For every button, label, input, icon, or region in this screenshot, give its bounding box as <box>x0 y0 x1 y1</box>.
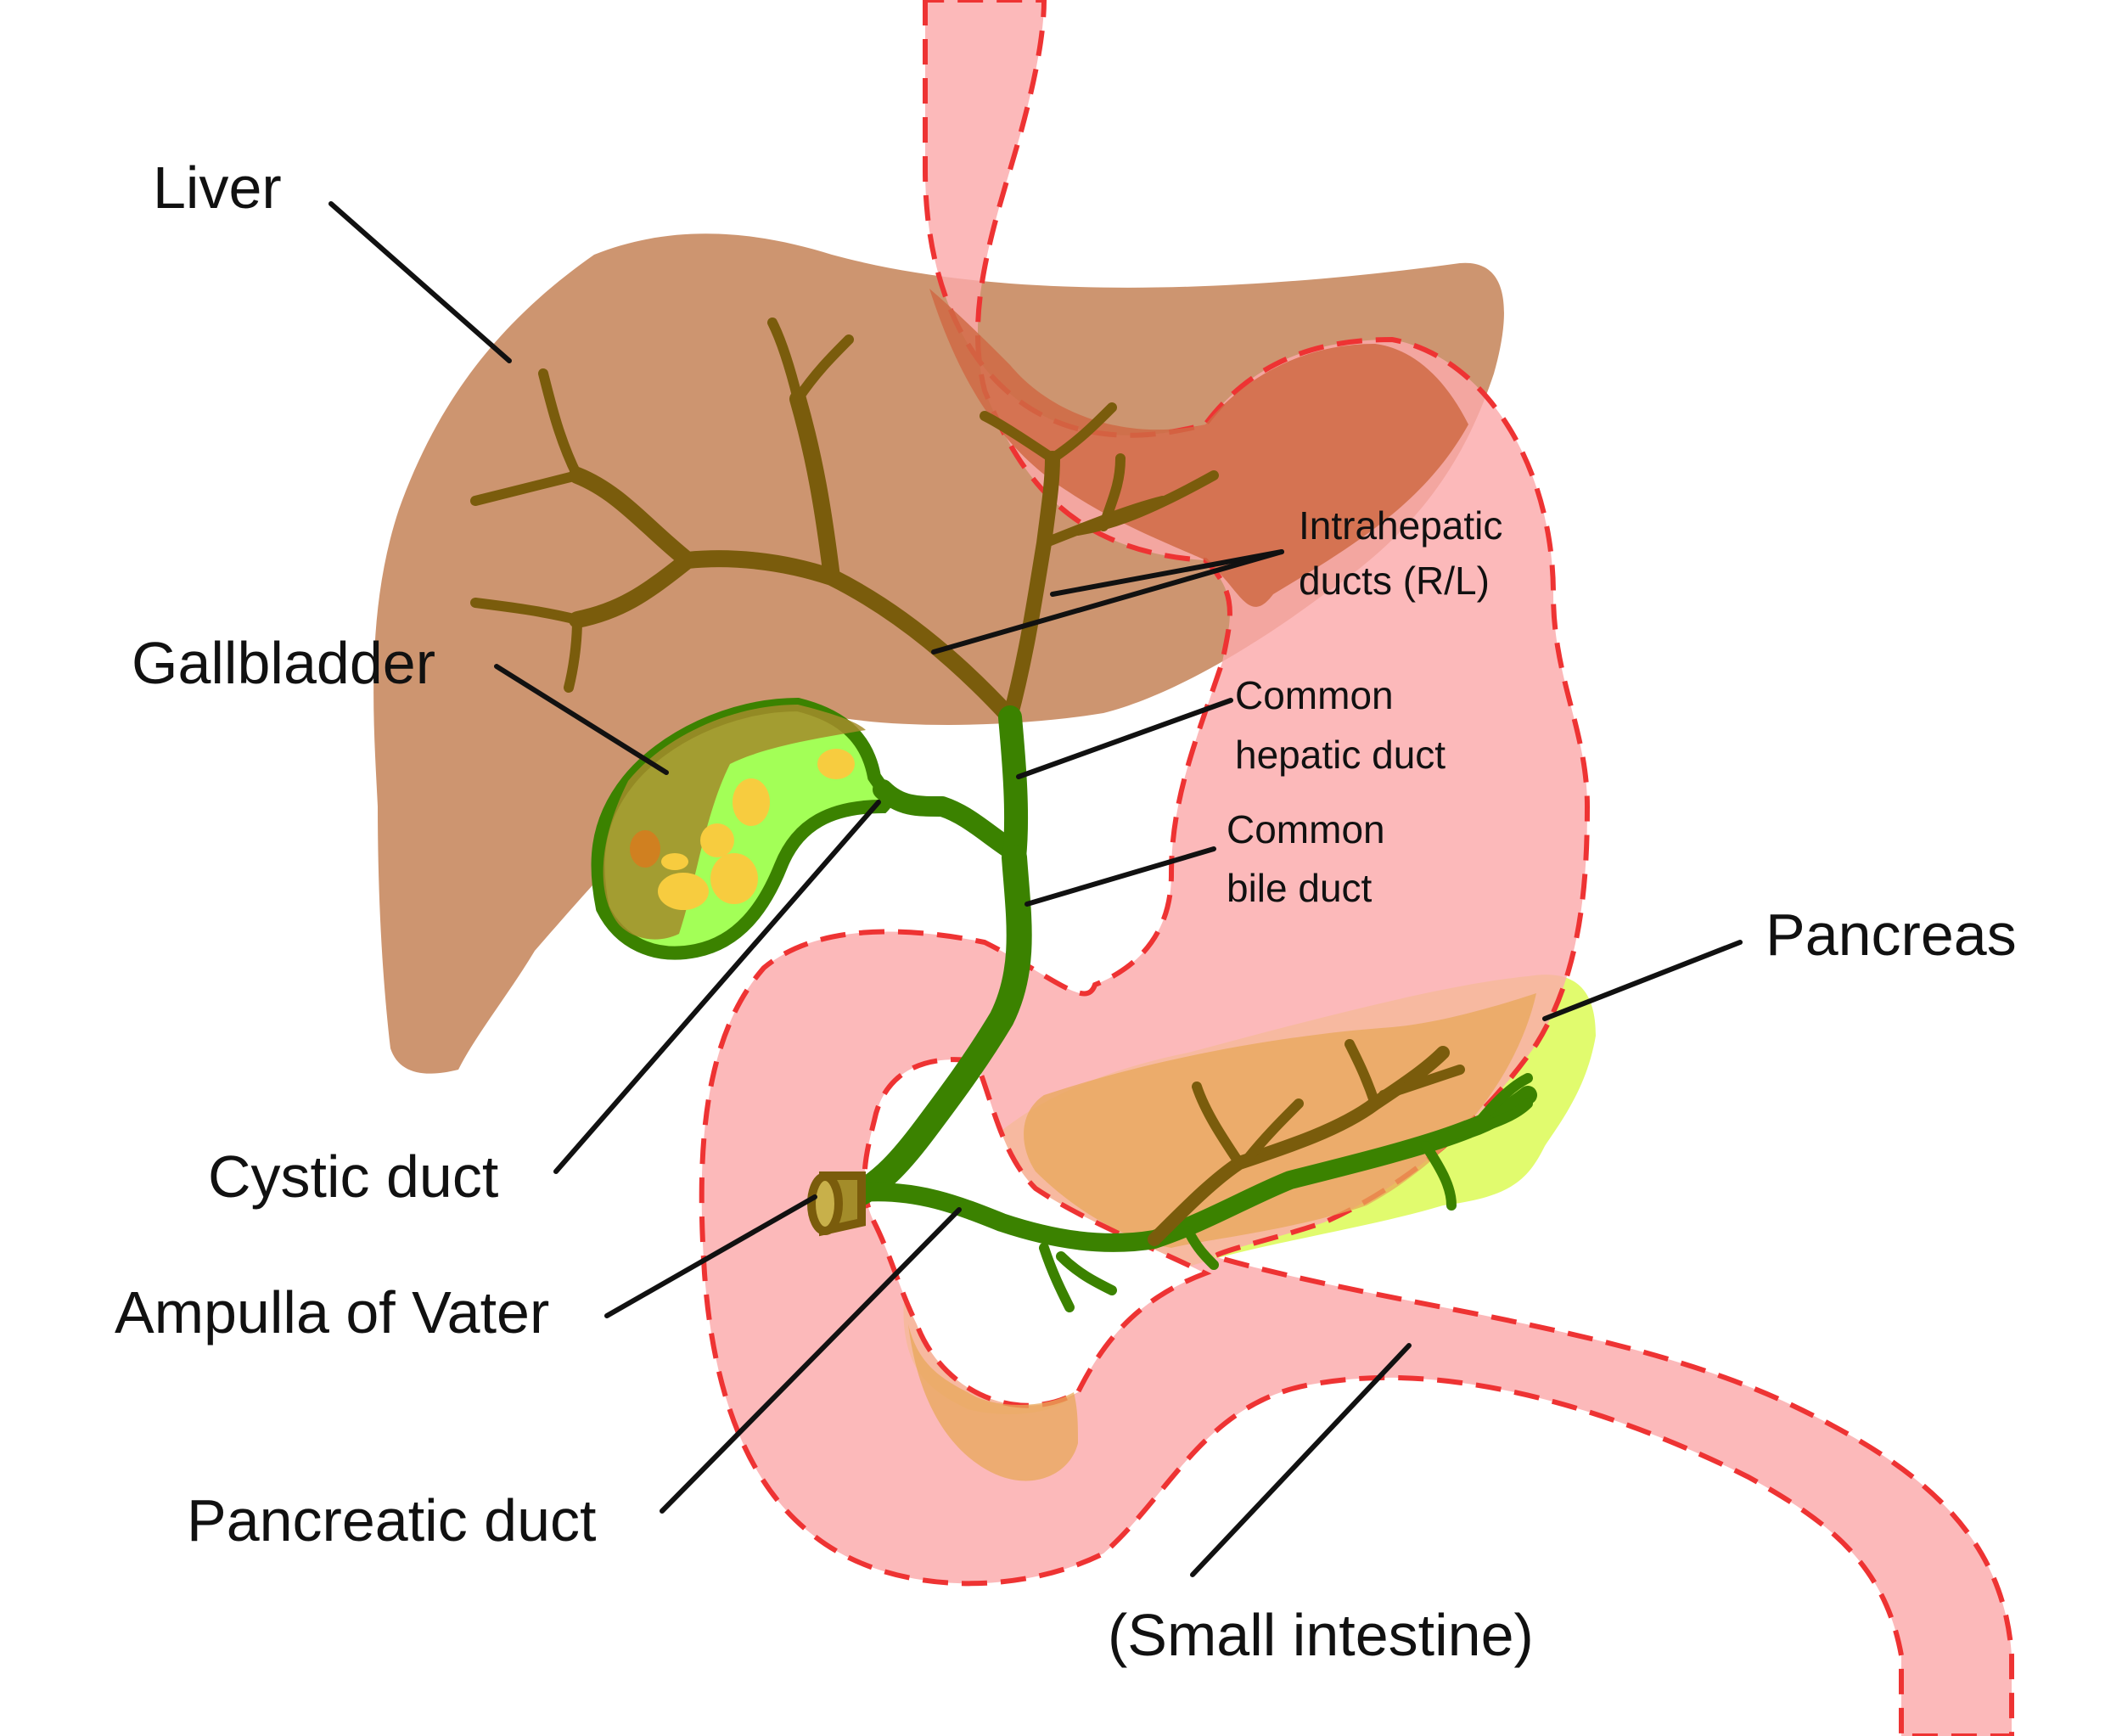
label-gallbladder: Gallbladder <box>132 630 435 696</box>
gallbladder-group <box>591 697 894 960</box>
label-common-hepatic-2: hepatic duct <box>1235 733 1446 777</box>
labels: Liver Gallbladder Cystic duct Ampulla of… <box>115 154 2017 1668</box>
leader-lines <box>328 201 1743 1577</box>
extrahepatic-ducts <box>849 705 1537 1312</box>
label-common-bile-1: Common <box>1227 807 1385 851</box>
label-common-bile-2: bile duct <box>1227 866 1373 910</box>
label-ampulla: Ampulla of Vater <box>115 1279 549 1346</box>
ampulla-marker <box>807 1171 866 1237</box>
label-liver: Liver <box>153 154 282 221</box>
label-pancreas: Pancreas <box>1766 902 2017 968</box>
label-small-intestine: (Small intestine) <box>1108 1602 1534 1668</box>
liver-stomach-overlap <box>929 289 1468 607</box>
label-cystic-duct: Cystic duct <box>208 1143 498 1210</box>
label-intrahepatic-2: ducts (R/L) <box>1299 559 1490 603</box>
cystic-duct-path <box>873 779 1020 859</box>
label-pancreatic-duct: Pancreatic duct <box>187 1487 596 1553</box>
pancreas-head-overlap <box>908 1324 1078 1481</box>
common-bile-duct-path <box>849 845 1032 1205</box>
label-common-hepatic-1: Common <box>1235 673 1394 717</box>
gallstones <box>630 749 855 910</box>
label-intrahepatic-1: Intrahepatic <box>1299 503 1502 548</box>
pancreatic-branches-brown <box>1148 1039 1465 1246</box>
common-hepatic-duct-path <box>998 705 1029 869</box>
